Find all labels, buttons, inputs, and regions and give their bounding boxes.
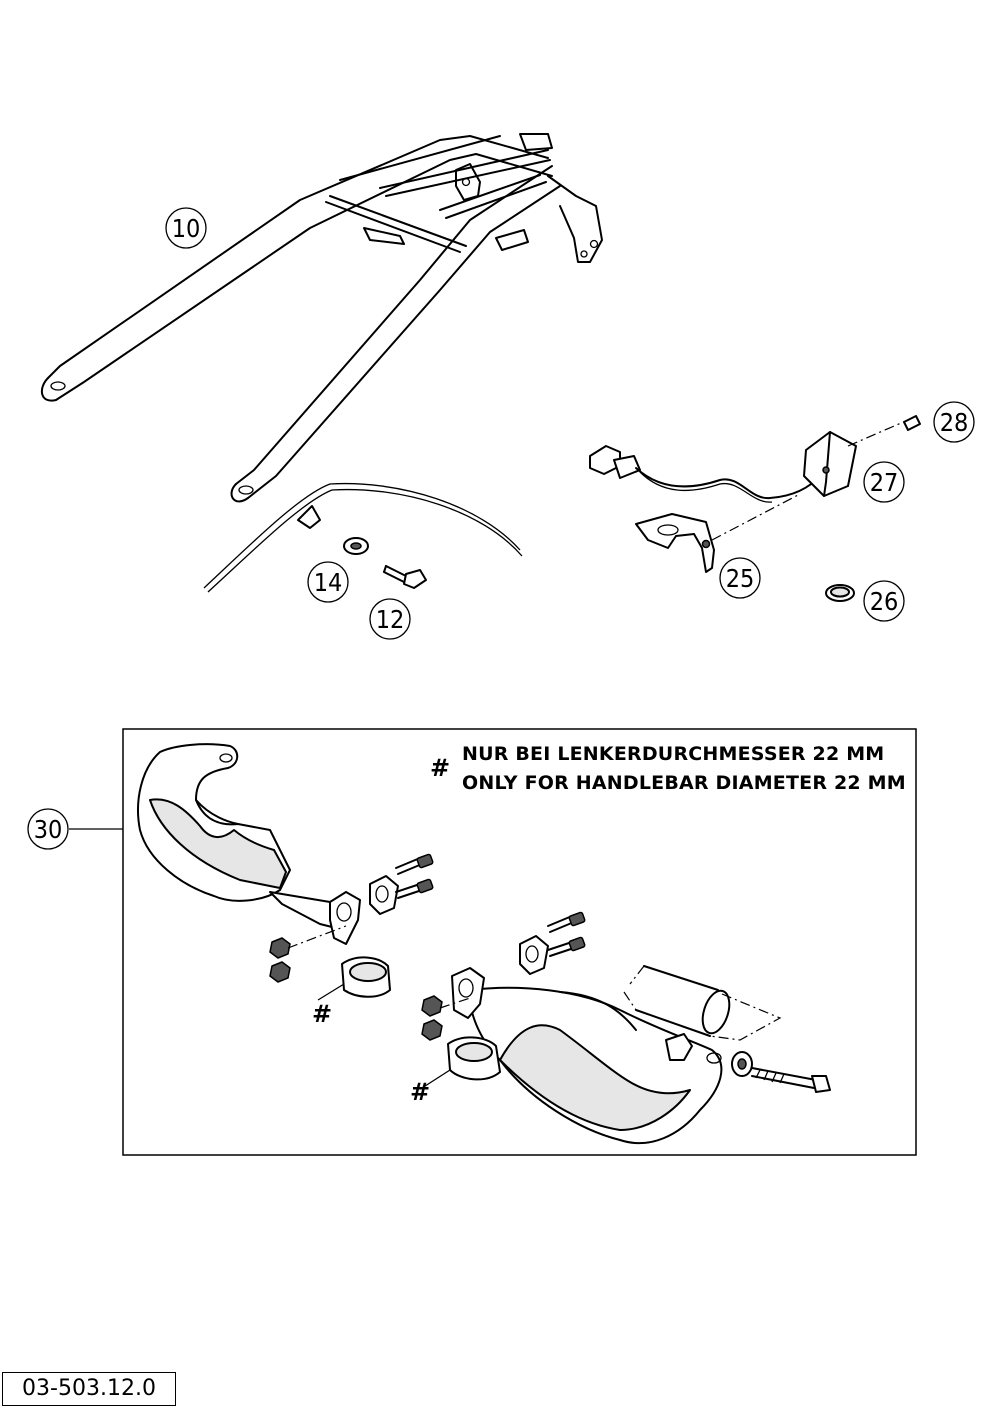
left-nuts [269, 937, 291, 983]
right-spacer-sleeve [421, 1036, 501, 1089]
long-mounting-bolt [751, 1067, 831, 1093]
callout-25: 25 [719, 557, 761, 599]
document-number: 03-503.12.0 [2, 1372, 176, 1406]
washer-part [343, 537, 369, 555]
handlebar-end [623, 965, 782, 1041]
bar-end-washer [731, 1051, 753, 1077]
left-handguard [137, 743, 357, 931]
callout-12: 12 [369, 598, 411, 640]
svg-text:30: 30 [34, 815, 63, 844]
svg-text:28: 28 [940, 408, 969, 437]
wire-harness [635, 467, 823, 500]
note-hash-symbol: # [430, 754, 451, 782]
reflector-bracket [635, 513, 715, 573]
right-handguard [468, 986, 723, 1145]
bolt-part [383, 565, 427, 589]
handguard-kit-frame [122, 728, 917, 1156]
right-assembly-line [439, 997, 471, 1009]
left-spacer-sleeve [317, 956, 391, 1001]
note-line-english: ONLY FOR HANDLEBAR DIAMETER 22 MM [462, 772, 906, 794]
bar-end-weight [665, 1033, 693, 1061]
svg-text:14: 14 [314, 568, 343, 597]
right-clamp [451, 935, 549, 1019]
gasket-part [825, 584, 855, 602]
connector-plug [589, 445, 641, 479]
assembly-line-reflector [711, 493, 801, 541]
left-bolts [395, 853, 434, 899]
left-clamp [329, 875, 399, 945]
screw-part [903, 415, 921, 431]
hash-mark-right-sleeve: # [410, 1078, 431, 1106]
assembly-line-screw [847, 419, 909, 447]
callout-14: 14 [307, 561, 349, 603]
callout-26: 26 [863, 580, 905, 622]
reflector-housing [803, 431, 857, 497]
svg-text:25: 25 [726, 564, 755, 593]
svg-text:12: 12 [376, 605, 405, 634]
callout-10: 10 [165, 207, 207, 249]
svg-text:26: 26 [870, 587, 899, 616]
luggage-rack [40, 133, 603, 503]
right-bolts [547, 911, 586, 957]
callout-28: 28 [933, 401, 975, 443]
note-text: NUR BEI LENKERDURCHMESSER 22 MM ONLY FOR… [462, 740, 906, 798]
fender-outline [203, 482, 523, 593]
callout-27: 27 [863, 461, 905, 503]
callout-30: 30 [27, 808, 123, 850]
right-nuts [421, 995, 443, 1041]
svg-text:10: 10 [172, 214, 201, 243]
note-line-german: NUR BEI LENKERDURCHMESSER 22 MM [462, 743, 885, 765]
hash-mark-left-sleeve: # [312, 1000, 333, 1028]
svg-text:27: 27 [870, 468, 899, 497]
